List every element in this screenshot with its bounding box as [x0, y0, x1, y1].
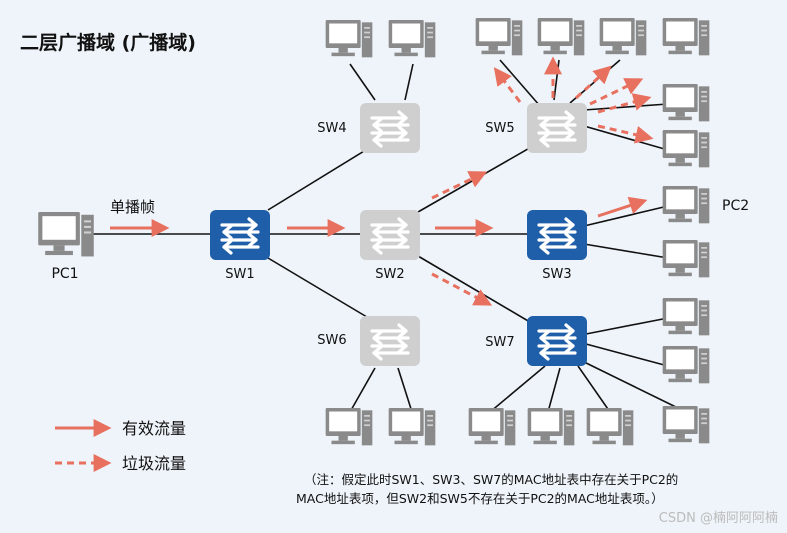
pc2-computer-icon — [662, 186, 710, 224]
computer-icon — [662, 84, 710, 122]
watermark: CSDN @楠阿阿阿楠 — [659, 511, 778, 526]
note-line-1: （注：假定此时SW1、SW3、SW7的MAC地址表中存在关于PC2的 — [304, 472, 678, 487]
computer-icon — [662, 18, 710, 56]
switch-sw3 — [527, 210, 587, 260]
pc1-label: PC1 — [51, 266, 78, 282]
sw5-label: SW5 — [485, 121, 514, 136]
switch-sw1 — [210, 210, 270, 260]
computer-icon — [662, 346, 710, 384]
switch-sw6 — [360, 316, 420, 366]
switch-sw7 — [527, 316, 587, 366]
diagram-title: 二层广播域 (广播域) — [20, 31, 196, 54]
legend: 有效流量 垃圾流量 — [55, 419, 186, 473]
note-line-2: MAC地址表项，但SW2和SW5不存在关于PC2的MAC地址表项。） — [296, 491, 664, 506]
computer-icon — [586, 408, 634, 446]
computer-icon — [662, 130, 710, 168]
valid-traffic-arrows — [110, 196, 648, 237]
computer-icon — [468, 408, 516, 446]
frame-label: 单播帧 — [110, 198, 155, 216]
sw1-label: SW1 — [225, 267, 254, 282]
sw6-label: SW6 — [317, 333, 346, 348]
computer-icon — [388, 20, 436, 58]
switch-sw2 — [360, 210, 420, 260]
sw7-label: SW7 — [485, 335, 514, 350]
computer-icon — [527, 408, 575, 446]
switch-sw4 — [360, 103, 420, 153]
computer-icon — [388, 408, 436, 446]
computer-icon — [325, 20, 373, 58]
pc2-label: PC2 — [722, 198, 749, 214]
computer-icon — [662, 406, 710, 444]
sw4-label: SW4 — [317, 121, 346, 136]
sw3-label: SW3 — [542, 267, 571, 282]
computer-icon — [475, 18, 523, 56]
sw2-label: SW2 — [375, 267, 404, 282]
switch-sw5 — [527, 103, 587, 153]
computer-icon — [325, 408, 373, 446]
pc1-computer-icon — [38, 212, 94, 257]
computer-icon — [662, 240, 710, 278]
computer-icon — [537, 18, 585, 56]
legend-junk-label: 垃圾流量 — [122, 454, 186, 473]
computer-icon — [662, 298, 710, 336]
computer-icon — [599, 18, 647, 56]
junk-traffic-arrows — [431, 56, 654, 306]
legend-valid-label: 有效流量 — [122, 419, 186, 438]
